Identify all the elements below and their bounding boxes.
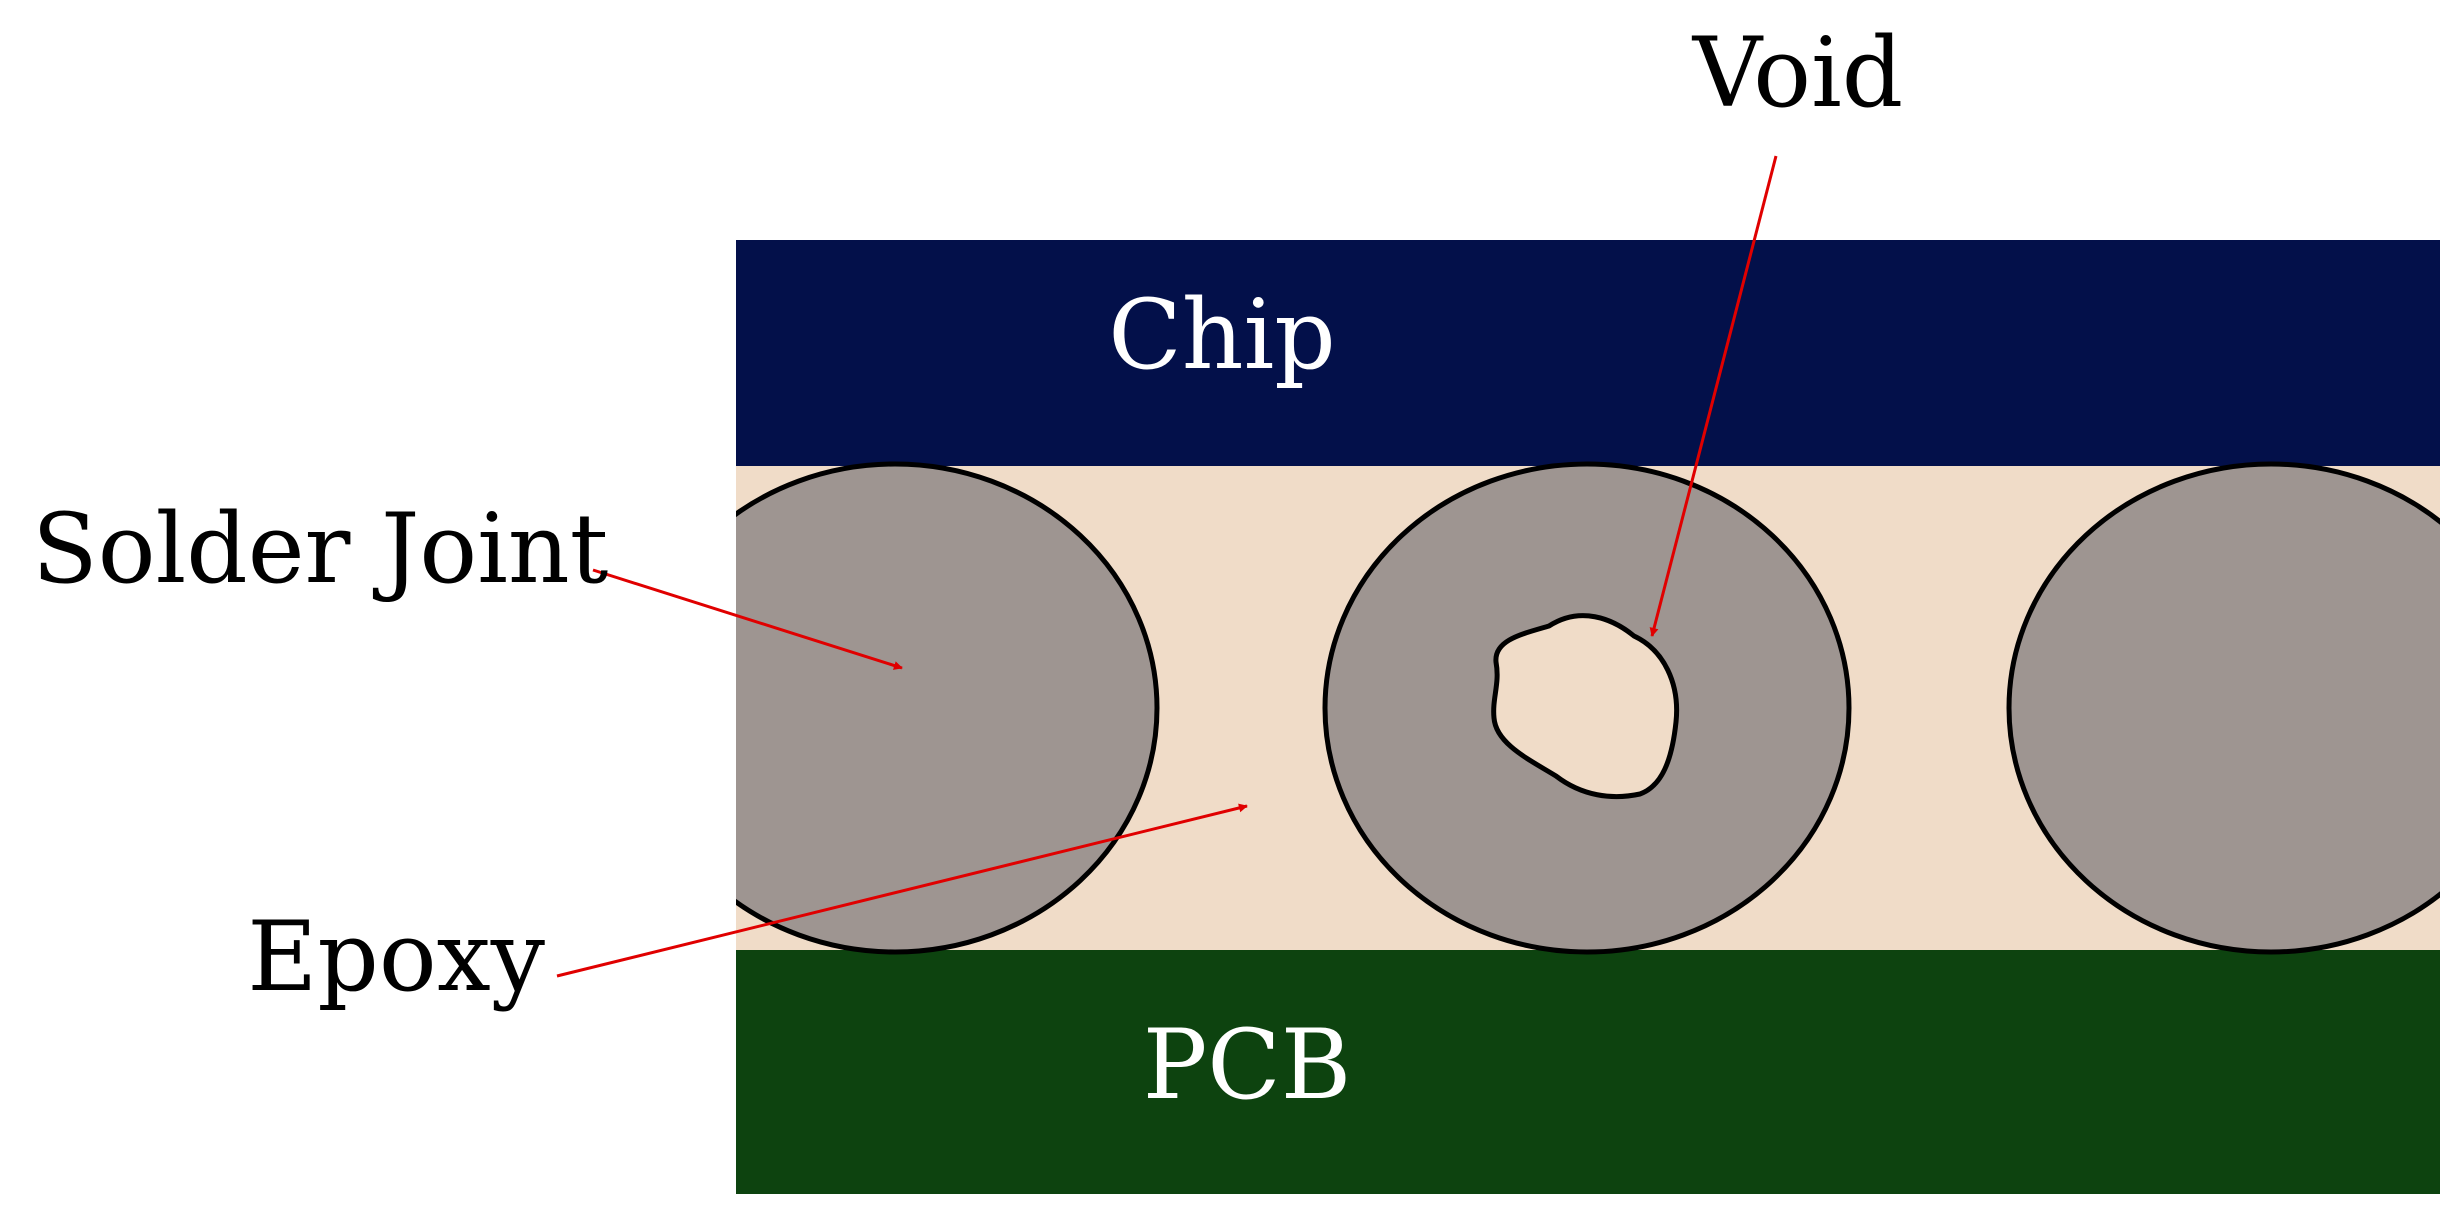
pcb-label: PCB [1143,1009,1352,1121]
solder-joint-label: Solder Joint [32,493,608,605]
void-shape [1491,613,1680,800]
solder-joint-left [736,461,1160,955]
epoxy-label: Epoxy [247,901,545,1013]
epoxy-arrow [556,803,1248,978]
void-arrow [1649,155,1778,637]
solder-joint-right [2006,461,2440,955]
solder-joint-arrow [592,568,903,670]
void-label: Void [1692,17,1903,129]
pcb-layer [736,950,2440,1194]
chip-label: Chip [1108,279,1335,391]
chip-layer [736,240,2440,466]
